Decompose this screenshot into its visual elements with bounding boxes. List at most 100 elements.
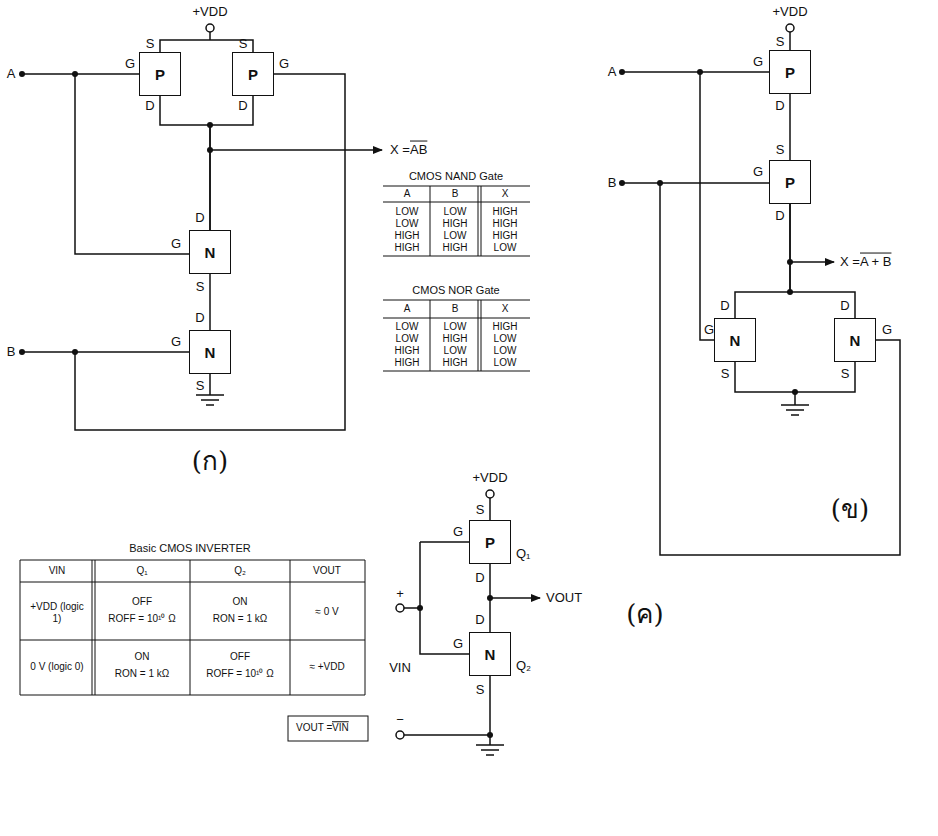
transistor-type: N (850, 332, 861, 349)
table-cell: ON (233, 596, 248, 608)
circuit-wire (160, 96, 210, 230)
supply-terminal (486, 490, 494, 498)
table-cell: HIGH (395, 242, 420, 254)
transistor-type: N (485, 646, 496, 663)
circuit-wire (489, 564, 491, 632)
ground-symbol (781, 392, 809, 415)
pin-label: D (775, 99, 784, 114)
pin-label: A (608, 65, 617, 80)
table-cell: LOW (444, 321, 467, 333)
transistor-box: P (232, 52, 274, 96)
transistor-type: P (155, 66, 165, 83)
supply-terminal (786, 24, 794, 32)
table-cell: ON (135, 651, 150, 663)
pin-label: D (720, 299, 729, 314)
table-cell: A (404, 303, 411, 315)
pin-label: D (775, 209, 784, 224)
table-cell: Q₂ (234, 565, 246, 577)
junction-dot (417, 605, 423, 611)
table-cell: HIGH (443, 218, 468, 230)
supply-wire (209, 32, 211, 40)
table-cell: HIGH (493, 206, 518, 218)
table-cell: VIN (332, 722, 349, 734)
supply-wire (789, 32, 791, 50)
table-cell: HIGH (395, 357, 420, 369)
table-rules (383, 186, 530, 256)
junction-dot (657, 180, 663, 186)
table-rules (20, 560, 365, 695)
pin-label: S (239, 37, 248, 52)
table-cell: LOW (396, 333, 419, 345)
ground-wire (404, 676, 490, 745)
transistor-box: P (769, 50, 811, 94)
supply-terminal (206, 24, 214, 32)
table-title: Basic CMOS INVERTER (129, 542, 250, 555)
transistor-name: Q₁ (516, 546, 531, 561)
table-title: CMOS NOR Gate (412, 284, 499, 297)
transistor-box: P (769, 160, 811, 204)
transistor-box: PQ₁ (469, 520, 511, 564)
pin-label: G (171, 335, 181, 350)
transistor-type: N (730, 332, 741, 349)
input-wire (622, 72, 769, 340)
pin-label: D (475, 613, 484, 628)
pin-label: B (608, 176, 617, 191)
pin-label: D (195, 311, 204, 326)
table-cell: VIN (49, 565, 66, 577)
table-cell: LOW (494, 357, 517, 369)
transistor-type: P (485, 534, 495, 551)
table-cell: HIGH (493, 218, 518, 230)
table-cell: A (404, 188, 411, 200)
junction-dot (487, 732, 493, 738)
input-terminal (396, 604, 404, 612)
ground-symbol (476, 745, 504, 755)
transistor-type: P (785, 174, 795, 191)
pin-label: VOUT (546, 591, 582, 606)
table-cell: LOW (494, 333, 517, 345)
pin-label: A (7, 67, 16, 82)
transistor-type: P (248, 66, 258, 83)
table-cell: HIGH (443, 242, 468, 254)
table-cell: LOW (444, 345, 467, 357)
junction-dot (72, 349, 78, 355)
table-cell: B (452, 303, 459, 315)
table-cell: B (452, 188, 459, 200)
pin-label: S (196, 280, 205, 295)
pin-label: G (753, 55, 763, 70)
junction-dot (619, 69, 625, 75)
pin-label: S (776, 35, 785, 50)
pin-label: VIN (389, 661, 411, 676)
table-cell: LOW (396, 321, 419, 333)
circuit-wire (789, 94, 791, 160)
pin-label: AB (410, 143, 427, 158)
table-cell: HIGH (443, 357, 468, 369)
circuit-wire (735, 362, 855, 392)
junction-dot (697, 69, 703, 75)
ground-symbol (196, 374, 224, 405)
output-arrow (210, 149, 382, 151)
circuit-wire (735, 204, 790, 318)
pin-label: S (196, 379, 205, 394)
table-cell: HIGH (493, 321, 518, 333)
pin-label: D (238, 99, 247, 114)
input-wire (22, 74, 189, 254)
pin-label: D (840, 299, 849, 314)
output-arrow (490, 597, 540, 599)
table-cell: OFF (132, 596, 152, 608)
pin-label: G (882, 323, 892, 338)
figure-label: (ข) (831, 495, 869, 525)
transistor-type: N (205, 344, 216, 361)
table-cell: LOW (494, 242, 517, 254)
table-cell: ROFF = 10¹⁰ Ω (206, 668, 273, 680)
pin-label: S (841, 367, 850, 382)
pin-label: S (476, 683, 485, 698)
pin-label: X = (390, 143, 410, 158)
table-cell: X (502, 303, 509, 315)
pin-label: +VDD (472, 471, 507, 486)
table-cell: ≈ 0 V (315, 606, 338, 618)
table-cell: X (502, 188, 509, 200)
table-cell: RON = 1 kΩ (115, 668, 169, 680)
transistor-type: N (205, 244, 216, 261)
